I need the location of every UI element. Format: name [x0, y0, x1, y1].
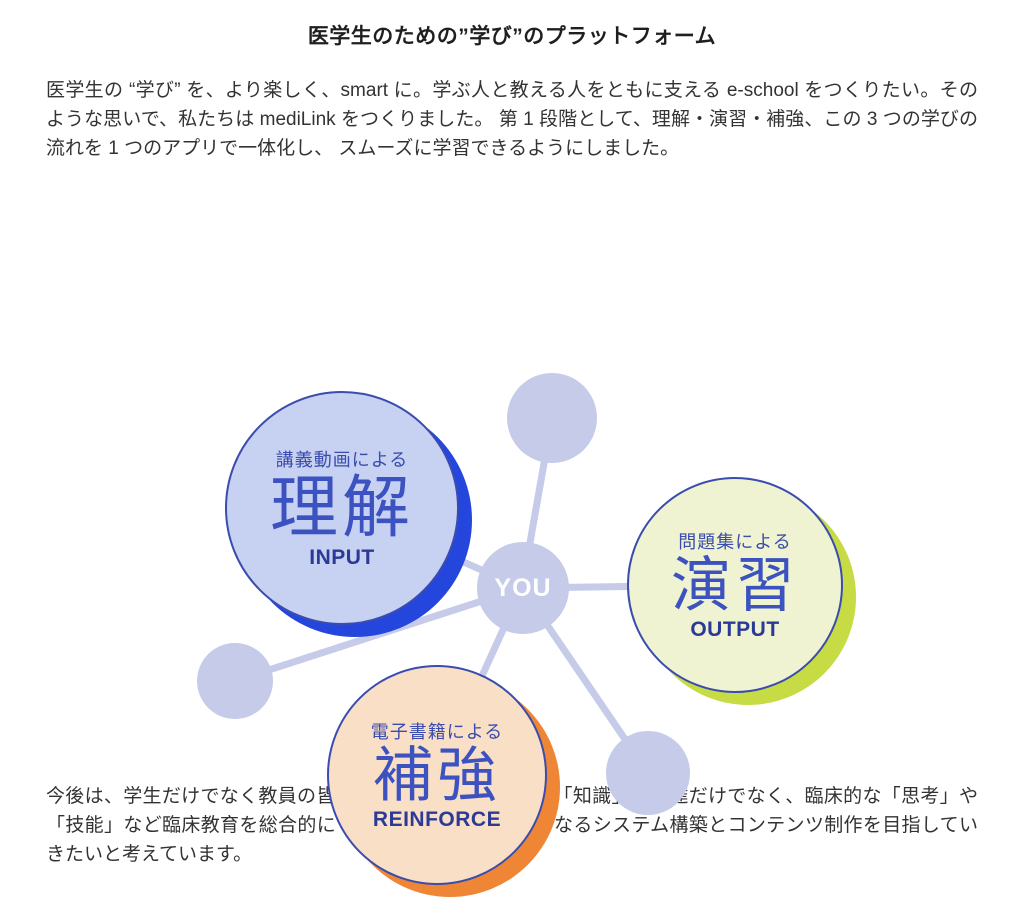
node-practice: 問題集による 演習 OUTPUT — [627, 477, 856, 705]
node-understand-category: 講義動画による — [275, 450, 409, 472]
node-understand-english: INPUT — [309, 545, 375, 569]
you-center-circle: YOU — [477, 542, 569, 634]
node-reinforce-body: 電子書籍による 補強 REINFORCE — [327, 665, 547, 885]
page: 医学生のための”学び”のプラットフォーム 医学生の “学び” を、より楽しく、s… — [46, 25, 978, 897]
node-practice-body: 問題集による 演習 OUTPUT — [627, 477, 843, 693]
node-understand-body: 講義動画による 理解 INPUT — [225, 391, 459, 625]
page-title: 医学生のための”学び”のプラットフォーム — [307, 25, 717, 48]
node-practice-kanji: 演習 — [671, 550, 799, 621]
learning-flow-diagram: 講義動画による 理解 INPUT 問題集による 演習 OUTPUT 電子書籍によ… — [0, 363, 1024, 923]
you-label: YOU — [494, 573, 552, 602]
decorative-circle-left — [197, 643, 273, 719]
node-understand-kanji: 理解 — [269, 469, 414, 549]
decorative-circle-top — [507, 373, 597, 463]
node-understand: 講義動画による 理解 INPUT — [225, 391, 472, 637]
node-practice-english: OUTPUT — [690, 618, 780, 642]
node-reinforce-category: 電子書籍による — [370, 721, 504, 743]
node-reinforce: 電子書籍による 補強 REINFORCE — [327, 665, 560, 897]
node-reinforce-english: REINFORCE — [372, 808, 502, 832]
node-practice-category: 問題集による — [678, 531, 792, 553]
intro-paragraph: 医学生の “学び” を、より楽しく、smart に。学ぶ人と教える人をともに支え… — [46, 80, 978, 159]
decorative-circle-bottom-right — [606, 731, 690, 815]
node-reinforce-kanji: 補強 — [373, 740, 501, 811]
